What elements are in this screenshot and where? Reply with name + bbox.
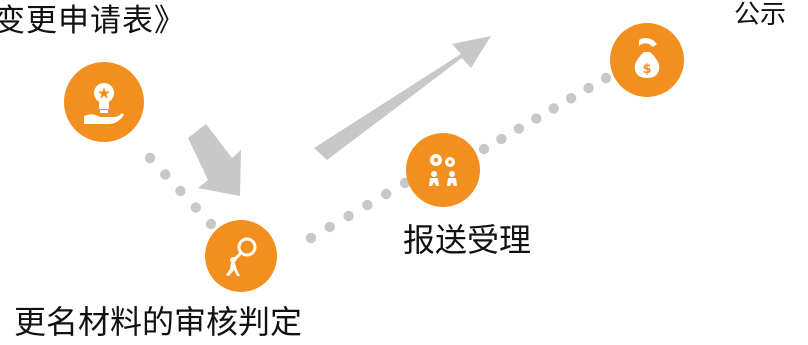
connector-dot	[548, 103, 559, 114]
svg-text:$: $	[642, 62, 651, 77]
node-submit-circle	[406, 133, 480, 207]
connector-dot	[362, 199, 373, 211]
connector-dot	[531, 113, 542, 124]
down-arrow-shape	[188, 124, 241, 196]
node-idea	[64, 62, 144, 142]
connector-dot	[324, 221, 335, 233]
node-publicize: $	[610, 23, 684, 97]
up-arrow	[314, 36, 491, 160]
connector-dot	[513, 123, 525, 134]
node-review	[205, 220, 277, 292]
connector-dot	[381, 188, 392, 200]
connector-dot	[175, 185, 186, 197]
connector-dot	[565, 93, 577, 104]
connector-dot	[343, 210, 354, 222]
connector-dot	[190, 202, 201, 213]
connector-dot	[478, 143, 490, 155]
gears-people-icon	[429, 154, 457, 186]
money-bag-hand-icon: $	[634, 38, 660, 78]
connector-dot	[205, 218, 217, 230]
connector-dot	[305, 232, 317, 244]
connector-dot	[144, 152, 156, 164]
review-label: 更名材料的审核判定	[14, 303, 303, 341]
magnifier-person-icon	[226, 237, 257, 276]
node-submit	[406, 133, 480, 207]
connector-dot	[496, 133, 507, 145]
lightbulb-hand-icon	[84, 83, 124, 124]
node-review-circle	[205, 220, 277, 292]
up-arrow-shape	[314, 36, 491, 160]
connector-dot	[583, 82, 594, 94]
form-label: 变更申请表》	[0, 3, 186, 39]
publicize-label: 公示	[734, 0, 787, 30]
down-arrow	[188, 124, 241, 196]
submit-label: 报送受理	[403, 221, 532, 259]
connector-dot	[160, 169, 171, 180]
connector-dot	[600, 72, 612, 84]
